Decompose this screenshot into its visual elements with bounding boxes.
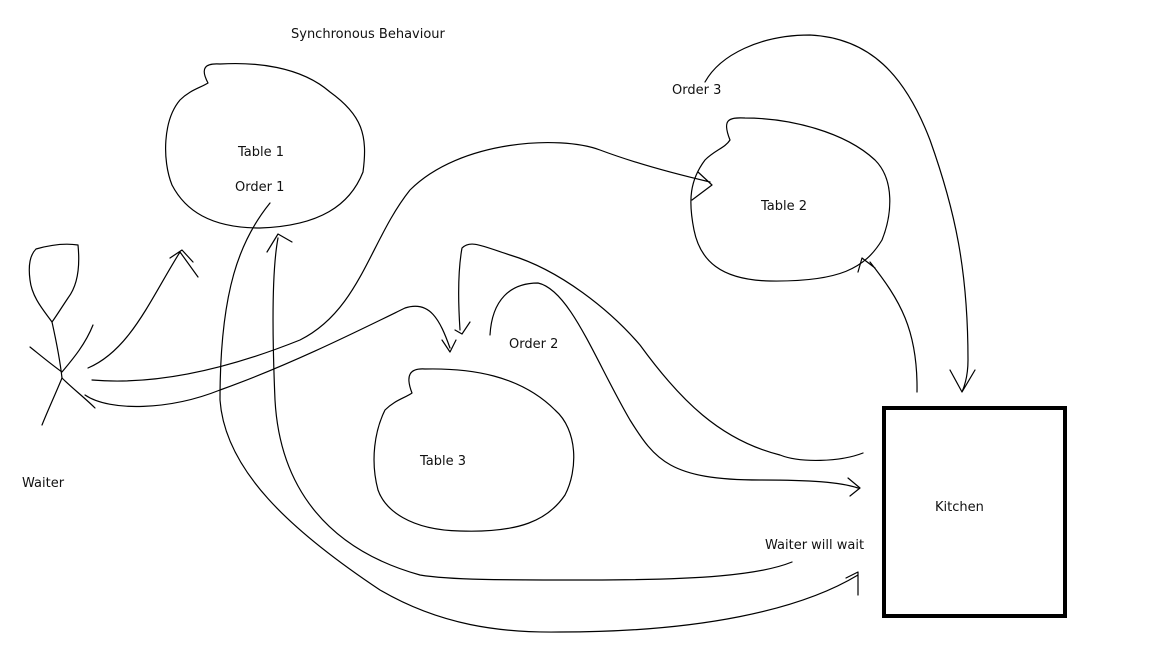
- arrow-order3-to-kitchen: [704, 34, 976, 393]
- arrow-waiter-to-table2: [91, 141, 713, 382]
- arrow-waiter-to-table1: [87, 249, 199, 369]
- waiter-label: Waiter: [22, 476, 65, 491]
- waiter-will-wait-note: Waiter will wait: [765, 538, 865, 553]
- order-3-label: Order 3: [672, 83, 722, 98]
- arrow-kitchen-to-table1: [266, 233, 793, 581]
- arrow-order1-to-kitchen: [219, 202, 859, 633]
- kitchen-label: Kitchen: [935, 500, 984, 515]
- diagram-title: Synchronous Behaviour: [291, 27, 445, 42]
- arrow-kitchen-to-table2: [857, 257, 918, 393]
- arrow-waiter-to-table3: [84, 305, 457, 408]
- kitchen-box: [882, 406, 1067, 618]
- order-2-label: Order 2: [509, 337, 559, 352]
- waiter-figure: [28, 243, 96, 426]
- arrow-order2-to-kitchen: [489, 282, 861, 497]
- table-2-shape: [690, 117, 891, 282]
- table-3-label: Table 3: [420, 454, 467, 469]
- order-1-label: Order 1: [235, 180, 285, 195]
- table-2-label: Table 2: [761, 199, 808, 214]
- table-1-label: Table 1: [238, 145, 285, 160]
- table-3-shape: [373, 368, 575, 532]
- table-1-shape: [165, 63, 366, 229]
- arrow-kitchen-to-table3: [454, 243, 864, 461]
